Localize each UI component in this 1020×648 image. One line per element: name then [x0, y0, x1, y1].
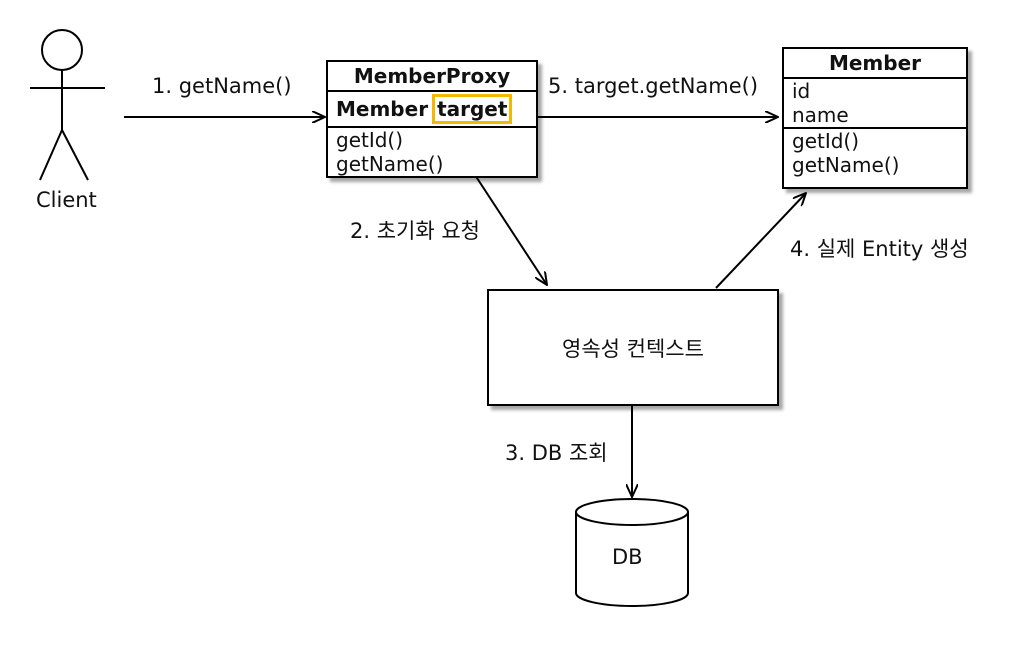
member-fields: id name: [784, 79, 966, 129]
step-5-label: 5. target.getName(): [548, 74, 759, 98]
member-proxy-method: getName(): [336, 152, 444, 176]
member-proxy-title: MemberProxy: [328, 62, 536, 92]
actor-figure: [30, 29, 105, 181]
db-cylinder: [575, 498, 689, 607]
member-class: Member id name getId() getName(): [782, 47, 968, 189]
member-title: Member: [784, 49, 966, 79]
member-field: id: [792, 79, 811, 103]
member-method: getName(): [792, 153, 900, 177]
step-1-label: 1. getName(): [152, 74, 292, 98]
arrow-step-2: [474, 174, 547, 285]
step-3-label: 3. DB 조회: [505, 441, 608, 465]
member-proxy-method: getId(): [336, 128, 404, 152]
db-label: DB: [612, 545, 643, 569]
member-proxy-field-type: Member: [336, 97, 429, 121]
member-field: name: [792, 103, 849, 127]
step-4-label: 4. 실제 Entity 생성: [790, 237, 969, 261]
member-method: getId(): [792, 129, 860, 153]
arrow-step-4: [715, 193, 806, 289]
target-field-highlight: target: [432, 94, 513, 124]
step-2-label: 2. 초기화 요청: [350, 219, 480, 243]
actor-label: Client: [36, 188, 97, 212]
persistence-context-label: 영속성 컨텍스트: [562, 336, 704, 361]
persistence-context-box: 영속성 컨텍스트: [487, 289, 779, 406]
